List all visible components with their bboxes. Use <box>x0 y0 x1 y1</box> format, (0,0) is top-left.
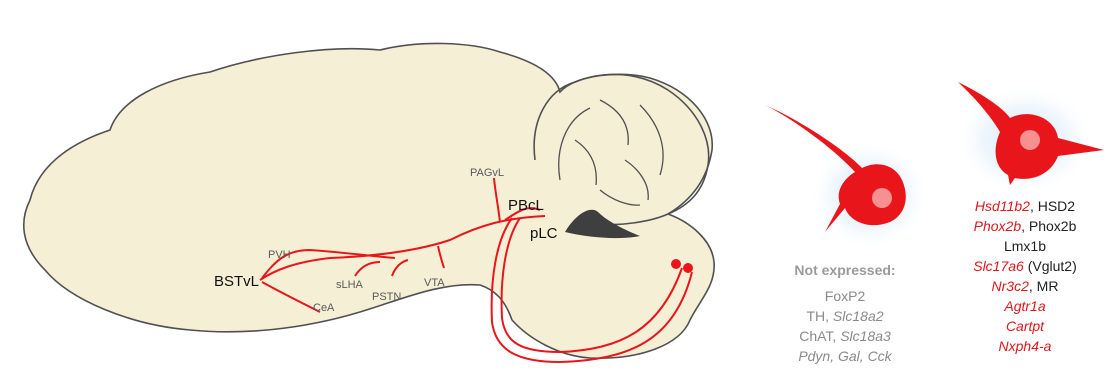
label-pbcl: PBcL <box>508 197 544 214</box>
label-pstn: PSTN <box>372 291 401 303</box>
not-expressed-item: Pdyn, Gal, Cck <box>760 346 930 366</box>
label-cea: CeA <box>313 302 335 314</box>
neuron-left <box>765 105 930 250</box>
expressed-item: Nr3c2, MR <box>940 276 1110 296</box>
label-slha: sLHA <box>336 279 364 291</box>
not-expressed-item: FoxP2 <box>760 286 930 306</box>
expressed-item: Lmx1b <box>940 236 1110 256</box>
label-pvh: PVH <box>268 249 291 261</box>
gene-name: Nr3c2 <box>992 278 1029 294</box>
gene-name: ChAT, <box>799 328 840 344</box>
expressed-item: Agtr1a <box>940 296 1110 316</box>
plc-cell-body-1 <box>671 259 681 269</box>
protein-name: (Vglut2) <box>1024 258 1077 274</box>
label-pagvl: PAGvL <box>470 167 504 179</box>
gene-name: Phox2b <box>974 218 1021 234</box>
plc-cell-body-2 <box>683 263 693 273</box>
label-plc: pLC <box>530 225 558 242</box>
gene-name: Slc18a3 <box>840 328 891 344</box>
protein-name: , Phox2b <box>1021 218 1076 234</box>
expressed-list: Hsd11b2, HSD2 Phox2b, Phox2b Lmx1b Slc17… <box>940 196 1110 356</box>
expressed-item: Nxph4-a <box>940 336 1110 356</box>
expressed-item: Phox2b, Phox2b <box>940 216 1110 236</box>
neuron-right <box>955 82 1104 195</box>
not-expressed-item: TH, Slc18a2 <box>760 306 930 326</box>
gene-name: Slc18a2 <box>833 308 884 324</box>
expressed-item: Slc17a6 (Vglut2) <box>940 256 1110 276</box>
label-bstvl: BSTvL <box>214 273 259 290</box>
protein-name: , MR <box>1029 278 1059 294</box>
gene-name: TH, <box>806 308 832 324</box>
not-expressed-item: ChAT, Slc18a3 <box>760 326 930 346</box>
protein-name: , HSD2 <box>1030 198 1075 214</box>
gene-name: Slc17a6 <box>973 258 1024 274</box>
expressed-item: Cartpt <box>940 316 1110 336</box>
gene-name: Hsd11b2 <box>975 198 1030 214</box>
label-vta: VTA <box>424 277 445 289</box>
brain-outline <box>24 43 714 358</box>
not-expressed-header: Not expressed: <box>760 260 930 280</box>
not-expressed-list: Not expressed: FoxP2 TH, Slc18a2 ChAT, S… <box>760 260 930 366</box>
expressed-item: Hsd11b2, HSD2 <box>940 196 1110 216</box>
